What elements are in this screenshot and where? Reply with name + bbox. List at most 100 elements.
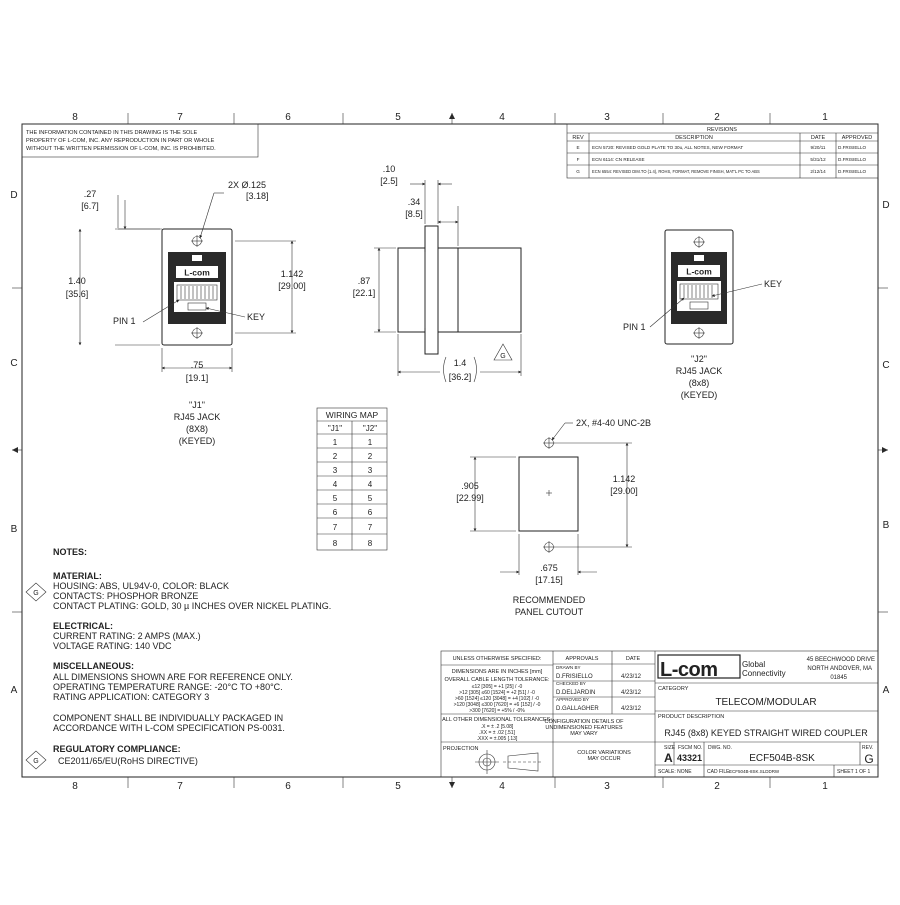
zone-row-right: A	[883, 685, 890, 696]
notes-title: NOTES:	[53, 547, 87, 557]
svg-text:ECN 6554: REVISED DIM.TO (1.4): ECN 6554: REVISED DIM.TO (1.4), ROHS, FO…	[592, 169, 760, 174]
svg-text:3: 3	[368, 466, 373, 475]
svg-text:MAY VARY: MAY VARY	[570, 731, 598, 737]
svg-text:D.FRISIELLO: D.FRISIELLO	[556, 674, 593, 680]
svg-text:SHEET 1 OF 1: SHEET 1 OF 1	[837, 769, 870, 775]
svg-text:5/31/12: 5/31/12	[810, 157, 826, 162]
company-address: 45 BEECHWOOD DRIVE	[807, 657, 875, 663]
company-logo-text: L-com	[660, 659, 718, 681]
svg-text:G: G	[576, 169, 580, 174]
zone-columns: 8 7 6 5 4 3 2 1 8 7 6 5 4 3 2 1	[72, 112, 828, 792]
zone-col-top: 4	[499, 112, 505, 123]
svg-text:6: 6	[368, 508, 373, 517]
notes-section: NOTES: MATERIAL: HOUSING: ABS, UL94V-0, …	[25, 547, 331, 770]
regulatory-title: REGULATORY COMPLIANCE:	[53, 744, 181, 754]
svg-text:7: 7	[368, 523, 373, 532]
svg-text:1: 1	[333, 438, 338, 447]
wiring-header: "J2"	[363, 424, 377, 433]
rev-header: DATE	[811, 135, 826, 141]
zone-col-top: 5	[395, 112, 401, 123]
svg-text:APPROVED BY: APPROVED BY	[556, 697, 589, 702]
svg-text:CURRENT RATING: 2 AMPS (MAX.): CURRENT RATING: 2 AMPS (MAX.)	[53, 631, 201, 641]
svg-text:CATEGORY: CATEGORY	[658, 686, 689, 692]
svg-text:.10: .10	[383, 164, 396, 174]
panel-cutout-view	[518, 437, 579, 553]
svg-text:[17.15]: [17.15]	[535, 575, 563, 585]
zone-col-bottom: 2	[714, 781, 720, 792]
zone-row-right: B	[883, 520, 890, 531]
panel-cutout-caption: RECOMMENDED PANEL CUTOUT	[513, 595, 586, 617]
svg-text:4/23/12: 4/23/12	[621, 690, 642, 696]
svg-text:3: 3	[333, 466, 338, 475]
svg-text:Connectivity: Connectivity	[742, 669, 786, 678]
revisions-title: REVISIONS	[707, 127, 737, 133]
rev-flag-icon	[25, 750, 47, 770]
electrical-title: ELECTRICAL:	[53, 621, 113, 631]
svg-text:[29.00]: [29.00]	[610, 486, 638, 496]
zone-col-top: 7	[177, 112, 183, 123]
company-address: NORTH ANDOVER, MA	[807, 666, 872, 672]
svg-text:RJ45 JACK: RJ45 JACK	[174, 412, 221, 422]
svg-text:OPERATING TEMPERATURE RANGE: -: OPERATING TEMPERATURE RANGE: -20°C TO +8…	[53, 682, 283, 692]
sheet-size: A	[664, 751, 673, 765]
svg-text:RECOMMENDED: RECOMMENDED	[513, 595, 586, 605]
panel-cutout-dimensions: 2X, #4-40 UNC-2B .905 [22.99] 1.142 [29.…	[456, 418, 651, 585]
svg-text:2/12/14: 2/12/14	[810, 169, 826, 174]
rev-header: APPROVED	[842, 135, 873, 141]
zone-col-bottom: 3	[604, 781, 610, 792]
svg-text:COMPONENT SHALL BE INDIVIDUALL: COMPONENT SHALL BE INDIVIDUALLY PACKAGED…	[53, 713, 283, 723]
svg-text:D.FRISIELLO: D.FRISIELLO	[838, 157, 867, 162]
rev-flag-icon	[493, 343, 513, 361]
svg-text:.905: .905	[461, 481, 479, 491]
svg-text:FSCM NO.: FSCM NO.	[678, 745, 702, 751]
j1-logo: L-com	[184, 268, 210, 278]
svg-text:PANEL CUTOUT: PANEL CUTOUT	[515, 607, 584, 617]
zone-col-bottom: 6	[285, 781, 291, 792]
svg-text:>300 [7620] = +5% / -0%: >300 [7620] = +5% / -0%	[469, 708, 525, 714]
svg-text:[6.7]: [6.7]	[81, 201, 99, 211]
svg-text:SIZE: SIZE	[664, 745, 676, 751]
svg-text:HOUSING: ABS, UL94V-0, COLOR:: HOUSING: ABS, UL94V-0, COLOR: BLACK	[53, 581, 229, 591]
svg-text:9/20/11: 9/20/11	[811, 145, 826, 150]
svg-text:D.DELJARDIN: D.DELJARDIN	[556, 690, 595, 696]
svg-text:PROPERTY OF L-COM, INC. ANY RE: PROPERTY OF L-COM, INC. ANY REPRODUCTION…	[26, 138, 215, 144]
svg-text:.75: .75	[191, 360, 204, 370]
svg-text:2: 2	[368, 452, 373, 461]
category-value: TELECOM/MODULAR	[715, 697, 816, 708]
misc-title: MISCELLANEOUS:	[53, 661, 134, 671]
svg-text:1: 1	[368, 438, 373, 447]
svg-text:(KEYED): (KEYED)	[179, 436, 216, 446]
svg-text:5: 5	[368, 494, 373, 503]
svg-text:"J2": "J2"	[691, 354, 707, 364]
svg-text:RJ45 JACK: RJ45 JACK	[676, 366, 723, 376]
svg-text:Global: Global	[742, 660, 765, 669]
svg-text:COLOR VARIATIONS: COLOR VARIATIONS	[577, 750, 631, 756]
svg-text:DATE: DATE	[626, 656, 641, 662]
zone-col-top: 3	[604, 112, 610, 123]
svg-text:WITHOUT THE WRITTEN PERMISSION: WITHOUT THE WRITTEN PERMISSION OF L-COM,…	[26, 146, 216, 152]
j1-pin-label: PIN 1	[113, 316, 136, 326]
svg-text:1.142: 1.142	[613, 474, 636, 484]
zone-row-left: D	[10, 190, 17, 201]
svg-text:>60 [1524] ≤120 [3048] = +4 [1: >60 [1524] ≤120 [3048] = +4 [102] / -0	[455, 696, 539, 702]
svg-text:ACCORDANCE WITH L-COM SPECIFIC: ACCORDANCE WITH L-COM SPECIFICATION PS-0…	[53, 723, 285, 733]
svg-text:ECN 5720: REVISED GOLD PLATE T: ECN 5720: REVISED GOLD PLATE TO 30u, ALL…	[592, 145, 743, 150]
zone-row-right: D	[882, 200, 889, 211]
svg-text:.675: .675	[540, 563, 558, 573]
svg-text:[36.2]: [36.2]	[449, 372, 472, 382]
svg-text:[35.6]: [35.6]	[66, 289, 89, 299]
svg-text:D.FRISIELLO: D.FRISIELLO	[838, 169, 867, 174]
side-view	[397, 225, 522, 355]
svg-text:2: 2	[333, 452, 338, 461]
svg-text:.87: .87	[358, 276, 371, 286]
svg-text:1.4: 1.4	[454, 358, 467, 368]
svg-text:[22.1]: [22.1]	[353, 288, 376, 298]
zone-col-top: 2	[714, 112, 720, 123]
svg-text:ECN 6114: CN RELEASE: ECN 6114: CN RELEASE	[592, 157, 645, 162]
disclaimer-text: THE INFORMATION CONTAINED IN THIS DRAWIN…	[26, 130, 216, 152]
svg-text:8: 8	[368, 539, 373, 548]
j2-key-label: KEY	[764, 279, 782, 289]
svg-text:D.FRISIELLO: D.FRISIELLO	[838, 145, 867, 150]
svg-text:[2.5]: [2.5]	[380, 176, 398, 186]
